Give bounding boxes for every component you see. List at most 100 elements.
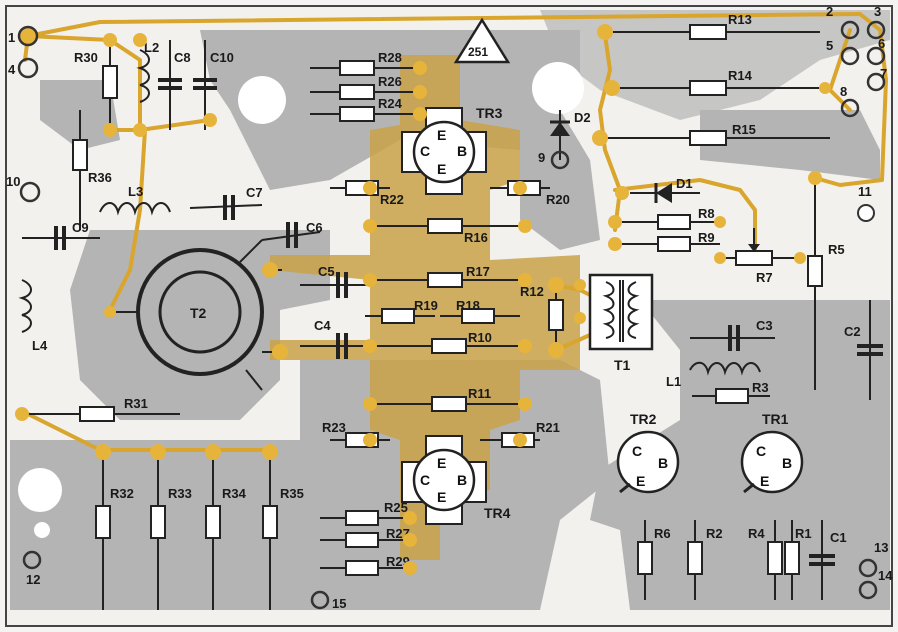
svg-text:L3: L3 — [128, 184, 143, 199]
svg-text:C9: C9 — [72, 220, 89, 235]
svg-text:T2: T2 — [190, 305, 207, 321]
resistor-r25: R25 — [320, 500, 410, 526]
terminal-6: 6 — [878, 36, 885, 51]
resistor-r10: R10 — [370, 330, 525, 354]
svg-text:R36: R36 — [88, 170, 112, 185]
svg-text:C6: C6 — [306, 220, 323, 235]
terminal-2: 2 — [826, 4, 833, 19]
resistor-r9: R9 — [622, 230, 720, 252]
capacitors: C8 C10 C7 C9 C6 C5 C4 C3 C2 C1 — [22, 40, 883, 600]
resistor-r30: R30 — [74, 40, 118, 130]
svg-text:E: E — [437, 489, 446, 505]
resistor-r8: R8 — [622, 206, 720, 230]
diodes: D2 D1 — [550, 110, 700, 203]
svg-text:C4: C4 — [314, 318, 331, 333]
svg-text:R33: R33 — [168, 486, 192, 501]
svg-text:TR3: TR3 — [476, 105, 503, 121]
terminal-3: 3 — [874, 4, 881, 19]
svg-text:R28: R28 — [378, 50, 402, 65]
capacitor-c9: C9 — [22, 220, 100, 250]
diode-d2: D2 — [550, 110, 591, 160]
svg-text:L4: L4 — [32, 338, 48, 353]
resistor-r15: R15 — [600, 122, 830, 146]
transistor-tr2: CBE TR2 — [616, 411, 680, 494]
capacitor-c4: C4 — [300, 318, 370, 359]
inductor-l4: L4 — [18, 279, 48, 353]
resistor-r18: R18 — [440, 298, 520, 324]
svg-text:R32: R32 — [110, 486, 134, 501]
resistor-r4: R4 — [748, 520, 783, 600]
svg-text:L1: L1 — [666, 374, 681, 389]
svg-text:B: B — [658, 455, 668, 471]
transformer-t1: T1 — [588, 273, 654, 373]
resistors: R13 R14 R15 R28 R26 R24 R22 R20 R16 R17 … — [22, 12, 845, 610]
terminal-5: 5 — [826, 38, 833, 53]
terminal-13: 13 — [874, 540, 888, 555]
svg-text:R23: R23 — [322, 420, 346, 435]
svg-text:R26: R26 — [378, 74, 402, 89]
terminal-9: 9 — [538, 150, 545, 165]
terminal-7: 7 — [880, 66, 887, 81]
resistor-r16: R16 — [370, 218, 525, 245]
resistor-r19: R19 — [365, 298, 438, 324]
resistor-r35: R35 — [262, 452, 304, 610]
svg-text:R21: R21 — [536, 420, 560, 435]
capacitor-c2: C2 — [844, 300, 883, 400]
terminal-labels: 1 2 3 4 5 6 7 8 9 10 11 12 13 14 15 — [6, 4, 893, 611]
resistor-r31: R31 — [22, 396, 180, 422]
svg-text:C5: C5 — [318, 264, 335, 279]
transistor-tr1: CBE TR1 — [740, 411, 804, 494]
svg-text:R11: R11 — [468, 386, 491, 401]
svg-text:TR4: TR4 — [484, 505, 511, 521]
svg-text:C: C — [756, 443, 766, 459]
svg-text:R19: R19 — [414, 298, 438, 313]
inductor-l2: L2 — [136, 40, 159, 103]
svg-text:R34: R34 — [222, 486, 247, 501]
svg-text:E: E — [760, 473, 769, 489]
resistor-r14: R14 — [612, 68, 825, 96]
svg-text:R4: R4 — [748, 526, 765, 541]
svg-text:R17: R17 — [466, 264, 490, 279]
inductor-l3: L3 — [99, 184, 171, 216]
capacitor-c10: C10 — [193, 40, 234, 130]
svg-text:C8: C8 — [174, 50, 191, 65]
svg-text:R14: R14 — [728, 68, 753, 83]
terminal-14: 14 — [878, 568, 893, 583]
svg-text:B: B — [457, 143, 467, 159]
svg-text:C: C — [632, 443, 642, 459]
svg-text:R2: R2 — [706, 526, 723, 541]
svg-text:E: E — [437, 127, 446, 143]
svg-text:C2: C2 — [844, 324, 861, 339]
resistor-r33: R33 — [150, 452, 192, 610]
svg-text:E: E — [437, 161, 446, 177]
solder-pads — [15, 24, 831, 575]
svg-text:R31: R31 — [124, 396, 148, 411]
svg-text:R5: R5 — [828, 242, 845, 257]
resistor-r7: R7 — [720, 228, 800, 285]
copper-areas — [270, 55, 580, 560]
svg-text:B: B — [782, 455, 792, 471]
capacitor-c1: C1 — [809, 520, 847, 600]
svg-text:TR1: TR1 — [762, 411, 789, 427]
svg-text:D1: D1 — [676, 176, 693, 191]
svg-text:R30: R30 — [74, 50, 98, 65]
svg-text:R12: R12 — [520, 284, 544, 299]
capacitor-c3: C3 — [690, 318, 775, 351]
svg-text:C3: C3 — [756, 318, 773, 333]
resistor-r12: R12 — [520, 284, 564, 350]
capacitor-c5: C5 — [300, 264, 370, 298]
terminal-4: 4 — [8, 62, 16, 77]
svg-text:B: B — [457, 472, 467, 488]
terminal-15: 15 — [332, 596, 346, 611]
svg-text:C: C — [420, 472, 430, 488]
diode-d1: D1 — [630, 176, 700, 203]
terminal-1: 1 — [8, 30, 15, 45]
capacitor-c6: C6 — [261, 220, 323, 248]
resistor-r6: R6 — [637, 520, 671, 600]
mounting-holes — [18, 62, 875, 538]
svg-text:D2: D2 — [574, 110, 591, 125]
svg-text:TR2: TR2 — [630, 411, 657, 427]
svg-text:R18: R18 — [456, 298, 480, 313]
